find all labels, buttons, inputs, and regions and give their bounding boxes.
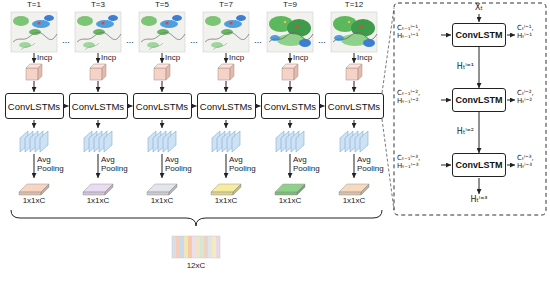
shape-label: 12xC (176, 262, 216, 271)
feature-vector (339, 184, 369, 195)
node-label: ConvLSTMs (264, 101, 316, 112)
pooling-label: Avg Pooling (293, 156, 323, 174)
node-label: ConvLSTMs (136, 101, 188, 112)
time-step-label: T=12 (334, 1, 374, 10)
state-input-label: Cₜ₋₁ˡ⁼², Hₜ₋₁ˡ⁼² (397, 90, 440, 105)
shape-label: 1x1xC (14, 197, 54, 206)
state-output-label: Cₜˡ⁼², Hₜˡ⁼² (517, 90, 545, 105)
state-arrows (441, 14, 515, 194)
state-output-label: Cₜˡ⁼¹, Hₜˡ⁼¹ (517, 25, 545, 40)
state-input-label: Cₜ₋₁ˡ⁼³, Hₜ₋₁ˡ⁼³ (397, 155, 440, 170)
convlstm-box: ConvLSTM (452, 23, 506, 47)
time-step-label: T=9 (270, 1, 310, 10)
operation-label: Incp (357, 54, 381, 63)
convlstms-box: ConvLSTMs (133, 93, 192, 119)
edge-label: Hₜˡ⁼¹ (456, 63, 475, 72)
radar-image (75, 12, 121, 52)
edge-label: Hₜˡ⁼² (456, 128, 475, 137)
ellipsis: ... (187, 36, 201, 46)
shape-label: 1x1xC (334, 197, 374, 206)
connector-arrow (64, 106, 69, 107)
ellipsis: ... (251, 36, 265, 46)
ellipsis: ... (59, 36, 73, 46)
zoom-line (382, 119, 394, 210)
convlstm-box: ConvLSTM (452, 153, 506, 177)
radar-image (11, 12, 57, 52)
radar-image (203, 12, 249, 52)
node-label: ConvLSTMs (8, 101, 60, 112)
radar-image (139, 12, 185, 52)
operation-label: Incp (229, 54, 253, 63)
node-label: ConvLSTM (456, 95, 503, 105)
radar-image (267, 12, 313, 52)
time-step-label: T=1 (14, 1, 54, 10)
operation-label: Incp (165, 54, 189, 63)
node-label: ConvLSTMs (72, 101, 124, 112)
shape-label: 1x1xC (142, 197, 182, 206)
input-label: Xₜ (467, 4, 491, 13)
shape-label: 1x1xC (78, 197, 118, 206)
operation-label: Incp (293, 54, 317, 63)
connector-arrow (256, 106, 261, 107)
node-label: ConvLSTMs (200, 101, 252, 112)
connector-arrow (128, 106, 133, 107)
node-label: ConvLSTM (456, 160, 503, 170)
feature-vector (147, 184, 177, 195)
pooling-label: Avg Pooling (37, 156, 67, 174)
convlstms-box: ConvLSTMs (69, 93, 128, 119)
convlstms-box: ConvLSTMs (325, 93, 384, 119)
time-step-label: T=3 (78, 1, 118, 10)
state-input-label: Cₜ₋₁ˡ⁼¹, Hₜ₋₁ˡ⁼¹ (397, 25, 440, 40)
convlstm-box: ConvLSTM (452, 88, 506, 112)
time-step-label: T=5 (142, 1, 182, 10)
concat-bar (172, 236, 220, 258)
brace (11, 210, 382, 226)
pooling-label: Avg Pooling (101, 156, 131, 174)
pooling-label: Avg Pooling (357, 156, 387, 174)
feature-vector (19, 184, 49, 195)
node-label: ConvLSTMs (328, 101, 380, 112)
ellipsis: ... (315, 36, 329, 46)
detail-frame (394, 3, 546, 215)
connector-arrow (192, 106, 197, 107)
zoom-line (382, 8, 394, 93)
time-step-label: T=7 (206, 1, 246, 10)
operation-label: Incp (101, 54, 125, 63)
ellipsis: ... (123, 36, 137, 46)
connector-arrow (479, 47, 480, 88)
convlstms-box: ConvLSTMs (5, 93, 64, 119)
radar-image (331, 12, 377, 52)
node-label: ConvLSTM (456, 30, 503, 40)
state-output-label: Cₜˡ⁼³, Hₜˡ⁼³ (517, 155, 545, 170)
pooling-label: Avg Pooling (165, 156, 195, 174)
convlstms-box: ConvLSTMs (261, 93, 320, 119)
output-label: Hₜˡ⁼³ (464, 196, 494, 205)
connector-arrow (479, 112, 480, 153)
feature-vector (275, 184, 305, 195)
shape-label: 1x1xC (206, 197, 246, 206)
connector-arrow (320, 106, 325, 107)
operation-label: Incp (37, 54, 61, 63)
feature-vector (211, 184, 241, 195)
feature-vector (83, 184, 113, 195)
shape-label: 1x1xC (270, 197, 310, 206)
convlstms-box: ConvLSTMs (197, 93, 256, 119)
pooling-label: Avg Pooling (229, 156, 259, 174)
